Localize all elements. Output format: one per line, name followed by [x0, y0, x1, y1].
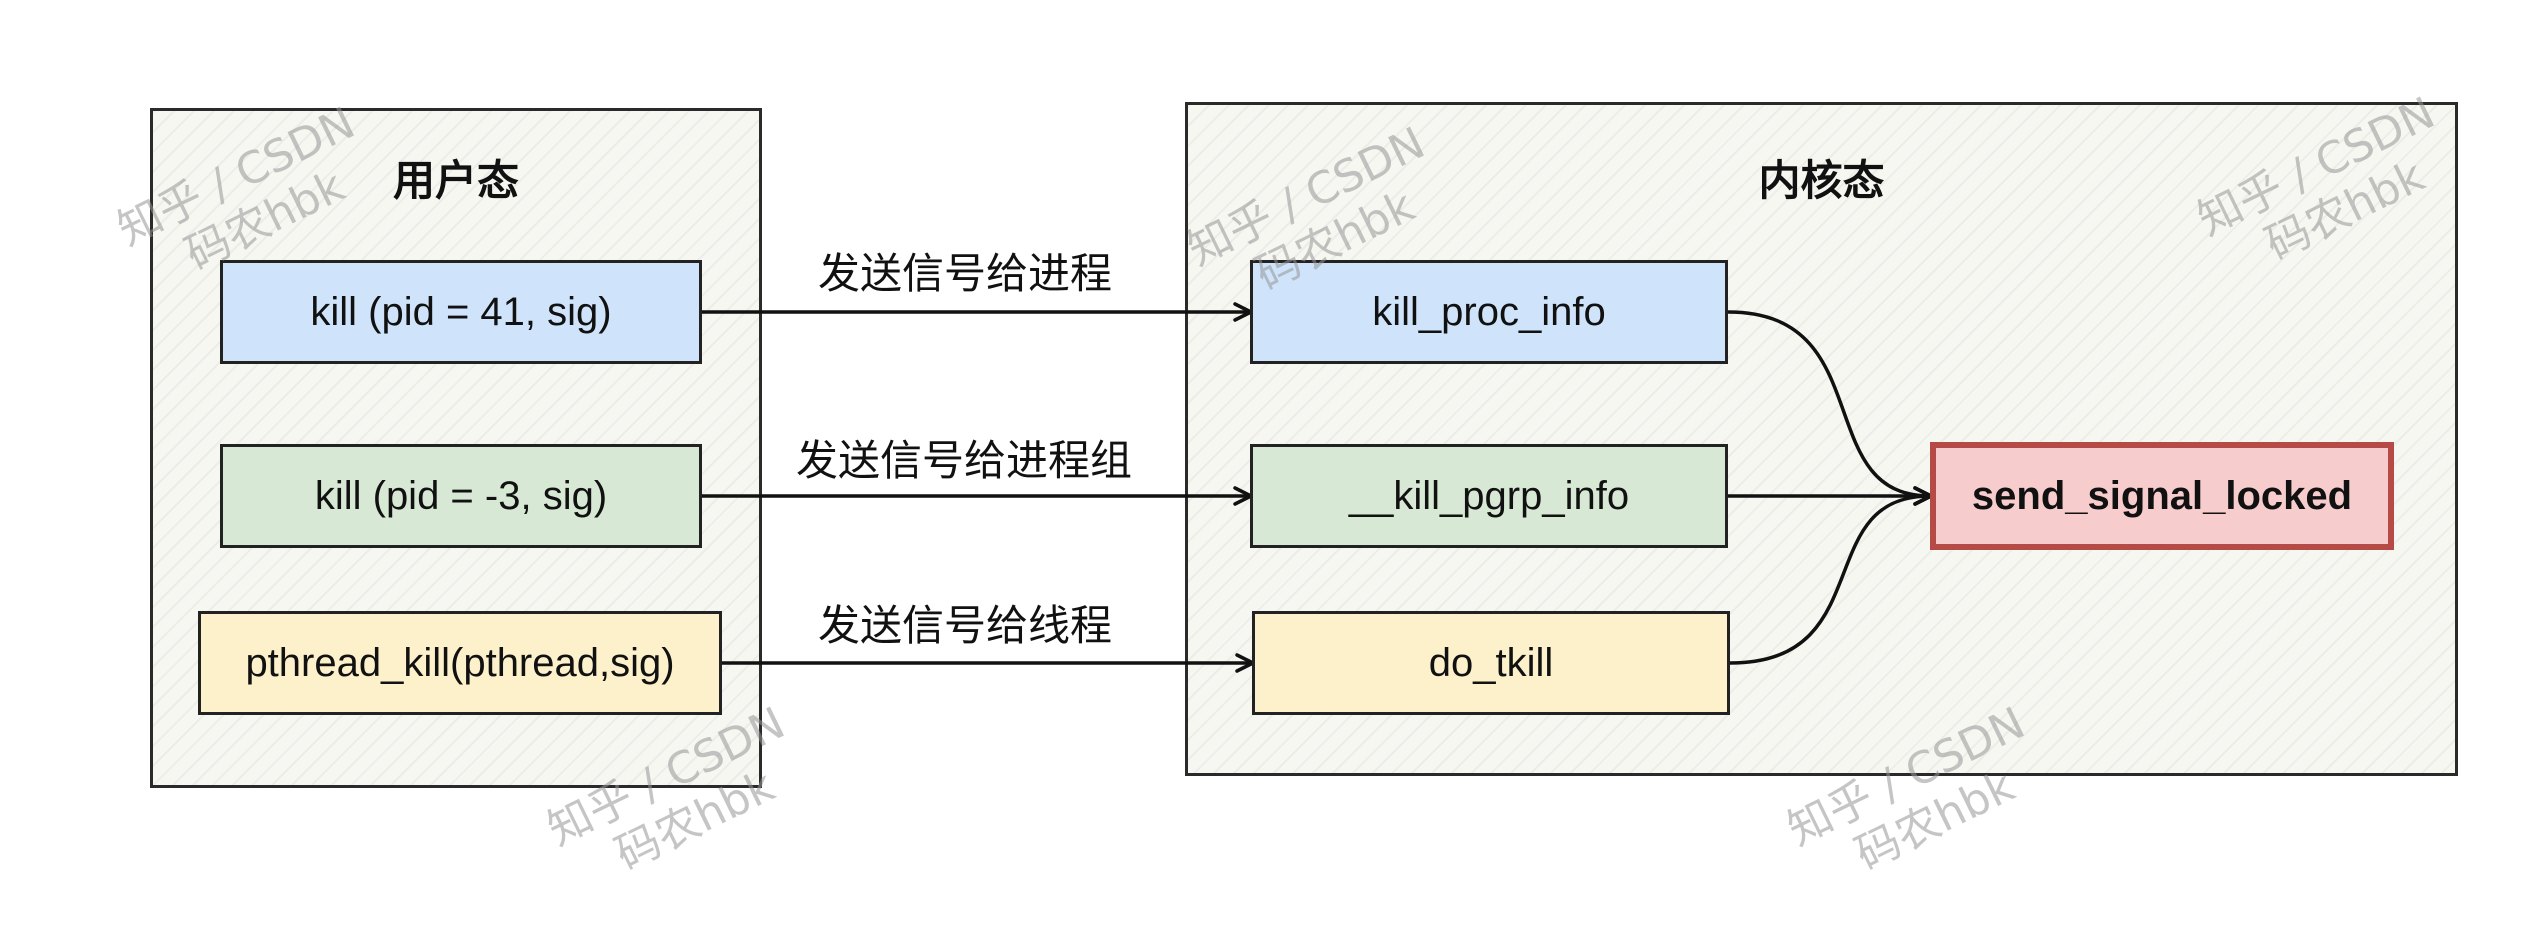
kill-proc-info-node: kill_proc_info [1250, 260, 1728, 364]
kill-group-call: kill (pid = -3, sig) [220, 444, 702, 548]
kill-process-call: kill (pid = 41, sig) [220, 260, 702, 364]
edge-label-process-group: 发送信号给进程组 [796, 436, 1133, 485]
kill-process-call-label: kill (pid = 41, sig) [310, 289, 612, 334]
edge-proc-to-send [1727, 310, 1933, 506]
edge-tkill-to-send [1729, 486, 1933, 665]
kill-pgrp-info-label: __kill_pgrp_info [1348, 473, 1630, 518]
edge-label-process: 发送信号给进程 [818, 249, 1113, 298]
do-tkill-label: do_tkill [1428, 640, 1554, 685]
pthread-kill-call: pthread_kill(pthread,sig) [198, 611, 722, 715]
kill-pgrp-info-node: __kill_pgrp_info [1250, 444, 1728, 548]
user-space-title: 用户态 [392, 156, 519, 205]
kill-proc-info-label: kill_proc_info [1372, 289, 1606, 334]
edge-label-thread: 发送信号给线程 [818, 601, 1113, 650]
pthread-kill-call-label: pthread_kill(pthread,sig) [245, 640, 675, 685]
send-signal-locked-node: send_signal_locked [1930, 442, 2394, 550]
send-signal-locked-label: send_signal_locked [1971, 473, 2353, 518]
kill-group-call-label: kill (pid = -3, sig) [314, 473, 608, 518]
do-tkill-node: do_tkill [1252, 611, 1730, 715]
kernel-space-title: 内核态 [1758, 156, 1885, 205]
